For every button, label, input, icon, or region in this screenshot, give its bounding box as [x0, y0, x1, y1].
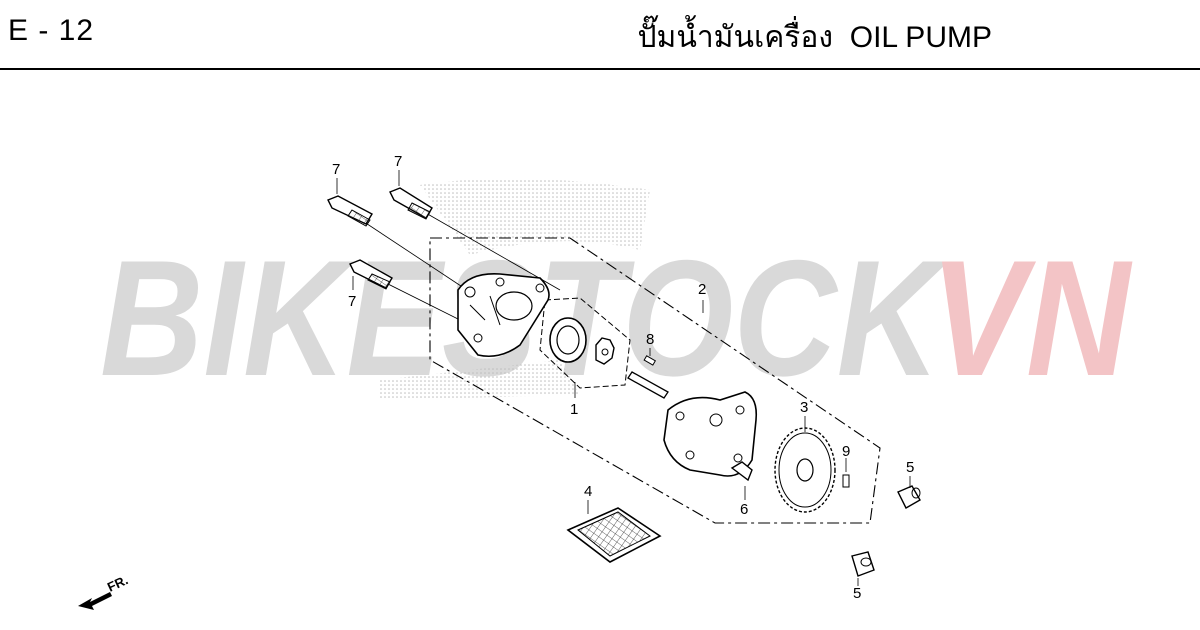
bolt-upper-left	[327, 195, 471, 293]
header-rule	[0, 68, 1200, 70]
front-direction-label: FR.	[105, 572, 130, 594]
callout-dowel-pin-lower: 5	[853, 585, 861, 602]
page-code: E - 12	[8, 14, 95, 47]
leader-lines	[336, 170, 911, 586]
callout-strainer: 4	[584, 483, 592, 500]
assembly-dashed-outline	[429, 237, 881, 524]
callout-rotor: 1	[570, 401, 578, 418]
inner-rotor	[595, 337, 615, 365]
callout-bolt-upper-left: 7	[332, 161, 340, 178]
callout-bolt-upper-right: 7	[394, 153, 402, 170]
dowel-pin-lower	[851, 551, 875, 577]
bolt-upper-right	[389, 187, 561, 291]
driven-sprocket	[774, 427, 836, 513]
callout-pin-9: 9	[842, 443, 850, 460]
bolt-lower-left	[349, 259, 471, 326]
pin-9	[842, 474, 850, 488]
pump-cover-plate	[663, 391, 758, 477]
oil-pump-body	[457, 273, 550, 358]
callout-pin-8: 8	[646, 331, 654, 348]
pin-8	[643, 355, 657, 366]
front-direction-arrow-icon	[78, 592, 112, 610]
callout-bolt-lower-left: 7	[348, 293, 356, 310]
dowel-pin-upper	[897, 485, 921, 509]
oil-strainer	[566, 507, 662, 563]
dotted-wing-watermark	[380, 178, 650, 400]
outer-rotor	[549, 317, 587, 363]
page-title-thai: ปั๊มน้ำมันเครื่อง	[637, 20, 834, 55]
sprocket-bolt	[730, 461, 753, 482]
pump-shaft	[627, 371, 669, 399]
callout-sprocket-bolt: 6	[740, 501, 748, 518]
rotor-dashed-outline	[539, 297, 631, 389]
callout-driven-sprocket: 3	[800, 399, 808, 416]
callout-dowel-pin-upper: 5	[906, 459, 914, 476]
page-header: E - 12 ปั๊มน้ำมันเครื่อง OIL PUMP	[0, 0, 1200, 70]
callout-pump-assembly: 2	[698, 281, 706, 298]
page-title: ปั๊มน้ำมันเครื่อง OIL PUMP	[638, 14, 993, 61]
page-title-english: OIL PUMP	[849, 21, 992, 54]
